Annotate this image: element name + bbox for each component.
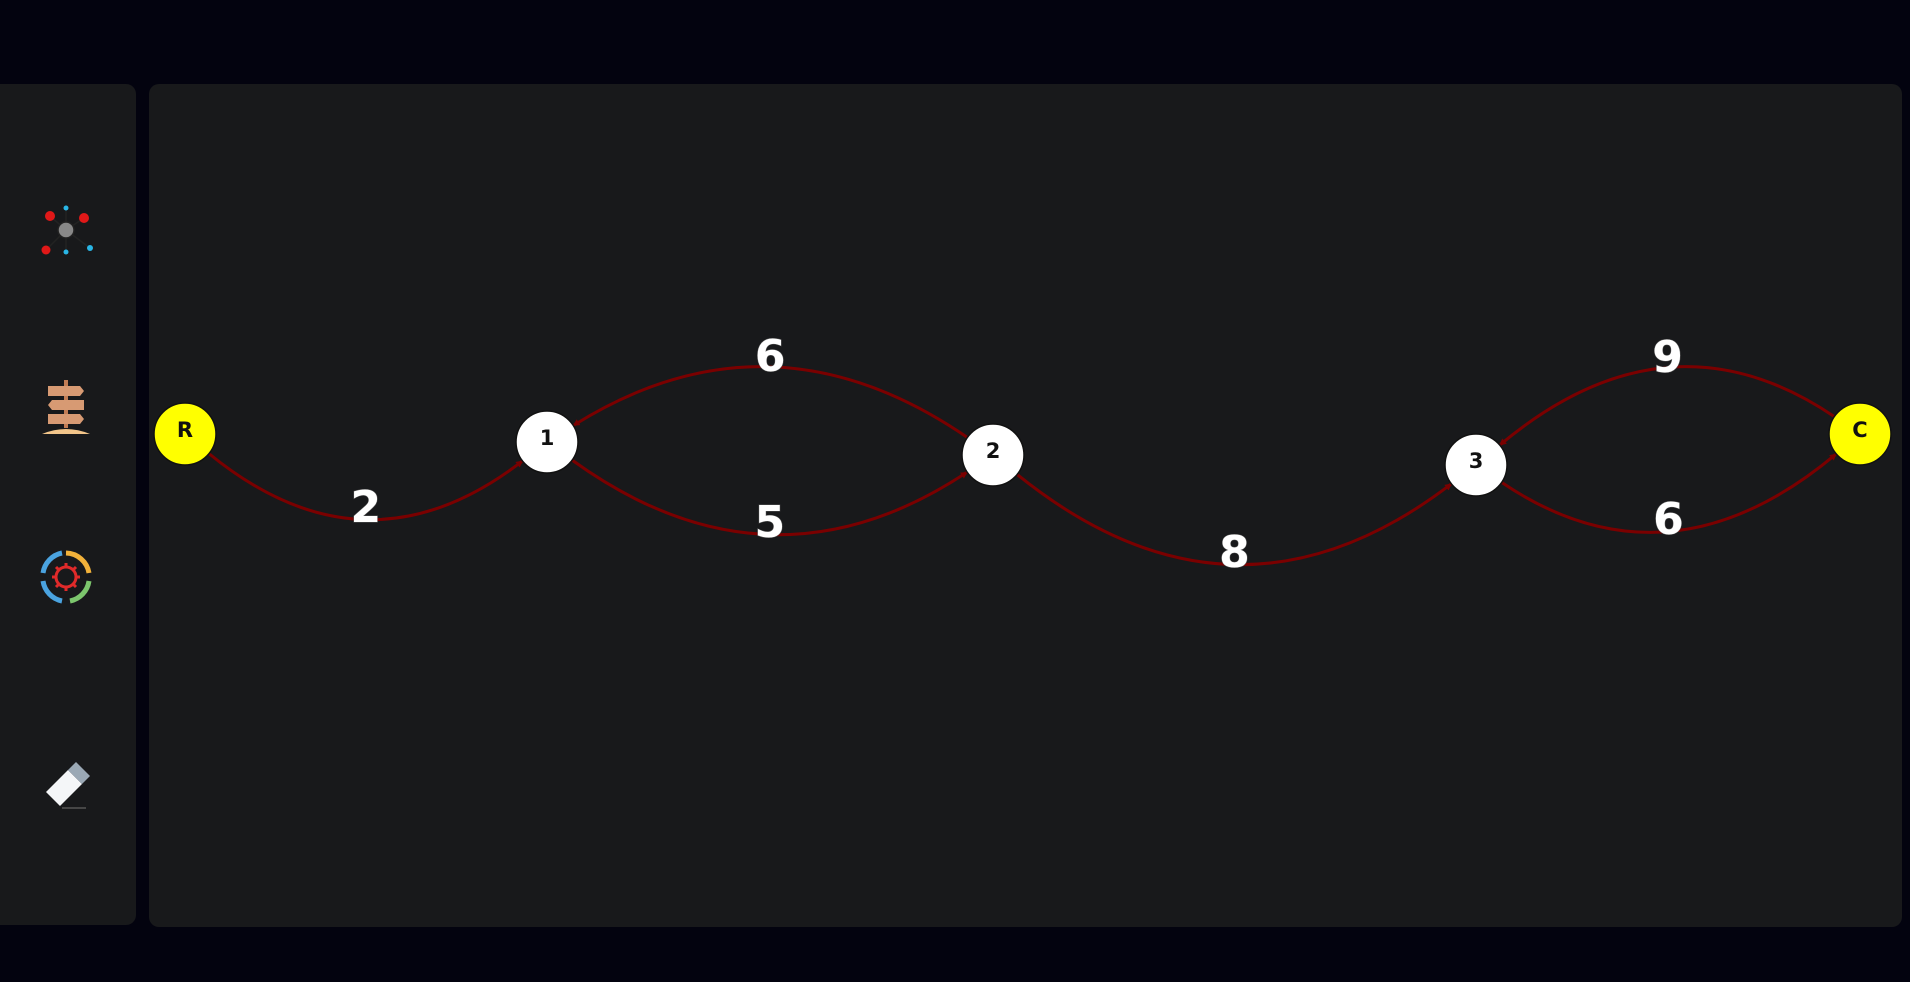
node-3[interactable]: 3	[1444, 433, 1508, 497]
edge-weight-label[interactable]: 6	[1653, 494, 1685, 546]
node-label: R	[177, 418, 193, 442]
graph-canvas[interactable]	[149, 84, 1902, 927]
edge-curve[interactable]	[1016, 473, 1453, 567]
algorithm-tool-button[interactable]	[28, 539, 104, 615]
edge-weight-label[interactable]: 6	[754, 331, 786, 383]
signpost-tool-button[interactable]	[28, 368, 104, 444]
node-label: 3	[1469, 449, 1484, 473]
node-1[interactable]: 1	[515, 410, 579, 474]
edge-3-to-C[interactable]: 6	[1500, 452, 1838, 546]
node-R[interactable]: R	[153, 402, 217, 466]
edge-curve[interactable]	[571, 458, 968, 537]
edge-weight-label[interactable]: 2	[350, 482, 382, 534]
edge-2-to-3[interactable]: 8	[1016, 473, 1453, 579]
node-circle[interactable]	[1828, 402, 1892, 466]
cycle-gear-icon	[40, 550, 92, 604]
nodes: R 1 2 3 C	[153, 402, 1892, 497]
edges: 2 5 6 8 6 9	[208, 331, 1838, 579]
node-C[interactable]: C	[1828, 402, 1892, 466]
toolbar	[0, 84, 136, 925]
edge-R-to-1[interactable]: 2	[208, 452, 524, 534]
graph-tool-button[interactable]	[28, 192, 104, 268]
edge-C-to-3[interactable]: 9	[1498, 331, 1836, 447]
edge-weight-label[interactable]: 5	[754, 497, 786, 549]
node-label: 1	[540, 426, 555, 450]
node-2[interactable]: 2	[961, 423, 1025, 487]
edge-curve[interactable]	[1498, 365, 1836, 447]
eraser-icon	[46, 762, 90, 809]
node-label: C	[1852, 418, 1867, 442]
graph-network-icon	[41, 205, 93, 255]
edge-curve[interactable]	[1500, 452, 1838, 534]
edge-1-to-2[interactable]: 5	[571, 458, 968, 549]
edge-weight-label[interactable]: 8	[1219, 527, 1251, 579]
node-circle[interactable]	[515, 410, 579, 474]
signpost-icon	[42, 380, 90, 434]
node-circle[interactable]	[961, 423, 1025, 487]
edge-curve[interactable]	[572, 365, 969, 439]
node-circle[interactable]	[153, 402, 217, 466]
edge-2-to-1[interactable]: 6	[572, 331, 969, 439]
edge-curve[interactable]	[208, 452, 524, 522]
edge-weight-label[interactable]: 9	[1652, 331, 1684, 383]
node-label: 2	[986, 439, 1001, 463]
node-circle[interactable]	[1444, 433, 1508, 497]
eraser-tool-button[interactable]	[28, 744, 104, 820]
